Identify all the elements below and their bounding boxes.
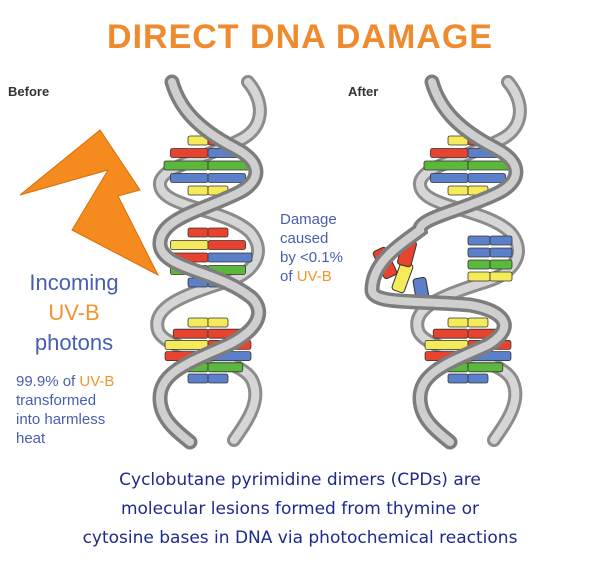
transformed-line2: transformed [16,391,114,410]
transformed-uvb: UV-B [79,373,114,390]
base-pair-12-left [165,340,208,349]
base-pair-4-left [188,186,208,195]
base-pair-14-right [468,363,503,372]
incoming-photons-label: Incoming UV-B photons [18,268,130,358]
base-pair-3-left [170,174,208,183]
damaged-side-rung-2-left [468,260,490,269]
base-pair-3-right [468,174,506,183]
base-pair-15-left [448,374,468,383]
base-pair-2-left [424,161,468,170]
base-pair-6-left [170,241,208,250]
base-pair-3-left [430,174,468,183]
damage-line2: caused [280,229,343,248]
damage-line3: by <0.1% [280,248,343,267]
base-pair-6-right [208,241,246,250]
transformed-pct: 99.9% of [16,373,79,390]
base-pair-1-left [170,149,208,158]
incoming-uvb: UV-B [18,298,130,328]
base-pair-10-left [188,318,208,327]
base-pair-3-right [208,174,246,183]
transformed-note: 99.9% of UV-B transformed into harmless … [16,372,114,448]
damaged-side-rung-1-left [468,248,490,257]
base-pair-10-right [468,318,488,327]
base-pair-12-left [425,340,468,349]
base-pair-15-right [208,374,228,383]
base-pair-14-right [208,363,243,372]
transformed-line3: into harmless [16,410,114,429]
base-pair-10-right [208,318,228,327]
damage-line4: of [280,268,297,285]
damaged-side-rung-0-right [490,236,512,245]
incoming-line3: photons [18,328,130,358]
base-pair-7-right [208,253,252,262]
damaged-side-rung-0-left [468,236,490,245]
base-pair-15-left [188,374,208,383]
base-pair-1-left [430,149,468,158]
after-dna-helix [372,82,520,442]
base-pair-11-left [173,329,208,338]
base-pair-4-left [448,186,468,195]
damaged-side-rung-3-left [468,272,490,281]
incoming-line1: Incoming [18,268,130,298]
lightning-bolt-icon [20,130,158,275]
base-pair-11-left [433,329,468,338]
base-pair-2-left [164,161,208,170]
transformed-line4: heat [16,429,114,448]
base-pair-15-right [468,374,488,383]
damage-note: Damage caused by <0.1% of UV-B [280,210,343,286]
caption-line2: molecular lesions formed from thymine or [0,495,600,524]
before-dna-helix [157,82,260,442]
caption-line1: Cyclobutane pyrimidine dimers (CPDs) are [0,466,600,495]
damaged-side-rung-1-right [490,248,512,257]
caption: Cyclobutane pyrimidine dimers (CPDs) are… [0,466,600,553]
damaged-side-rung-2-right [490,260,512,269]
base-pair-5-left [188,228,208,237]
damaged-side-rung-3-right [490,272,512,281]
base-pair-10-left [448,318,468,327]
damage-line1: Damage [280,210,343,229]
caption-line3: cytosine bases in DNA via photochemical … [0,524,600,553]
base-pair-5-right [208,228,228,237]
damage-uvb: UV-B [297,268,332,285]
